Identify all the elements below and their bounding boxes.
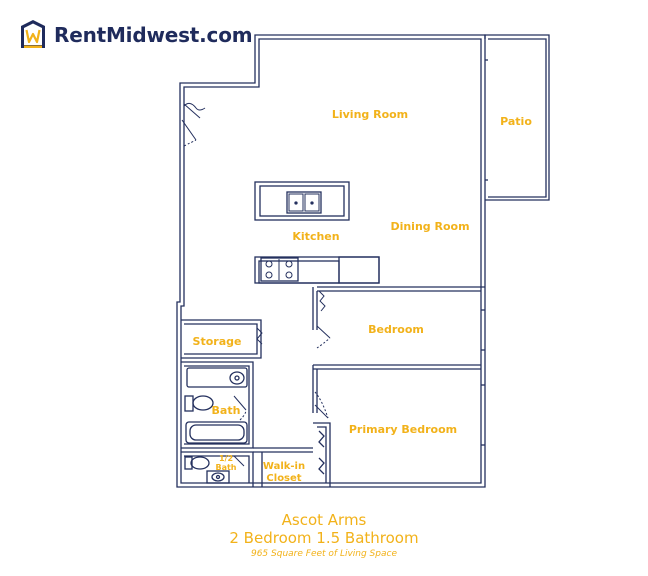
bedroom-walls [312,286,485,446]
room-label-living: Living Room [332,108,408,121]
room-label-patio: Patio [500,115,532,128]
brand-name: RentMidwest.com [54,23,253,47]
kitchen-counter [254,256,380,284]
room-label-kitchen: Kitchen [292,230,339,243]
brand-logo[interactable]: RentMidwest.com [20,18,253,52]
room-label-dining: Dining Room [390,220,469,233]
room-label-bath: Bath [212,404,241,417]
property-name: Ascot Arms [281,511,367,529]
room-label-half-bath-2: Bath [215,463,236,472]
square-footage: 965 Square Feet of Living Space [250,549,397,559]
room-label-bedroom: Bedroom [368,323,424,336]
hall-walls [253,447,313,487]
entry-door [181,102,206,147]
kitchen-island [254,181,350,221]
primary-closet-walls [313,422,331,487]
storage-walls [181,319,263,359]
house-w-icon [21,20,45,48]
bedroom-closet [314,290,331,419]
bath-walls [181,361,254,449]
room-label-half-bath-1: 1/2 [219,454,233,463]
patio-outline [484,34,550,201]
room-label-walkin-1: Walk-in [263,461,305,472]
room-label-walkin-2: Closet [266,473,301,484]
room-label-storage: Storage [193,335,242,348]
exterior-walls [176,34,486,488]
unit-type: 2 Bedroom 1.5 Bathroom [229,529,419,547]
room-label-primary-bedroom: Primary Bedroom [349,423,457,436]
